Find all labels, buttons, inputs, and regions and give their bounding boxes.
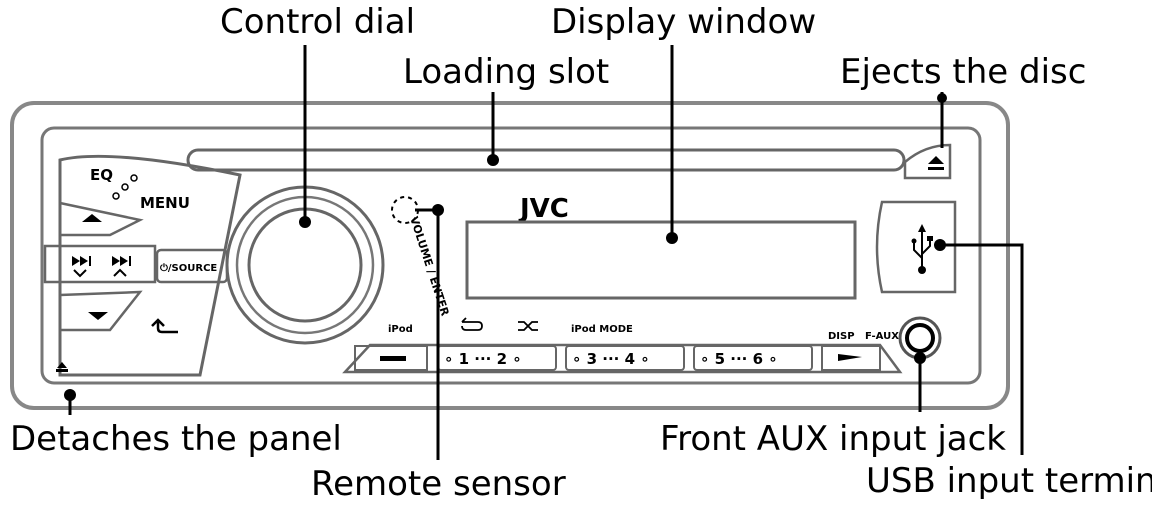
eject-button[interactable] — [903, 143, 952, 180]
eq-indicator-dot — [121, 183, 129, 191]
ipod-button[interactable] — [354, 345, 428, 371]
eject-icon-bar — [928, 167, 944, 170]
brand-logo: JVC — [518, 194, 569, 224]
leader-display-window — [666, 45, 678, 244]
display-window — [465, 220, 857, 300]
remote-sensor — [391, 196, 419, 224]
callout-usb-terminal: USB input terminal — [866, 461, 1152, 501]
back-icon[interactable] — [151, 318, 178, 334]
callout-remote-sensor: Remote sensor — [311, 464, 566, 504]
preset-3-4-label: ∘ 3 ··· 4 ∘ — [572, 350, 650, 368]
preset-1-2-label: ∘ 1 ··· 2 ∘ — [444, 350, 522, 368]
detach-panel-icon[interactable] — [56, 362, 68, 372]
up-arrow-icon — [82, 214, 102, 222]
ipod-mode-label: iPod MODE — [571, 324, 633, 335]
leader-remote-sensor — [415, 204, 444, 460]
leader-aux — [914, 352, 926, 412]
down-arrow-icon — [88, 312, 108, 320]
down-button[interactable] — [58, 290, 143, 332]
f-aux-label: F-AUX — [865, 331, 899, 342]
preset-3-4-button[interactable] — [565, 345, 685, 371]
faceplate — [40, 126, 982, 385]
leader-eject — [937, 92, 947, 148]
callout-front-aux: Front AUX input jack — [660, 419, 1006, 459]
eq-indicator-dot — [130, 174, 138, 182]
repeat-icon — [461, 317, 483, 331]
up-button[interactable] — [58, 201, 144, 237]
prev-track-icon[interactable] — [72, 256, 91, 278]
callout-display-window: Display window — [551, 2, 816, 42]
left-button-panel — [58, 154, 242, 377]
usb-cover[interactable] — [875, 200, 957, 294]
disp-label: DISP — [828, 331, 855, 342]
eq-label: EQ — [90, 166, 113, 184]
callout-control-dial: Control dial — [220, 2, 415, 42]
callout-loading-slot: Loading slot — [403, 52, 609, 92]
disp-button[interactable] — [821, 345, 881, 371]
source-label: ⏻/SOURCE — [160, 262, 217, 274]
preset-5-6-label: ∘ 5 ··· 6 ∘ — [700, 350, 778, 368]
disp-button-mark — [838, 354, 862, 361]
loading-slot — [186, 148, 906, 172]
leader-usb — [934, 239, 1024, 455]
callout-detaches-panel: Detaches the panel — [10, 419, 342, 459]
aux-jack[interactable] — [905, 323, 935, 353]
ipod-label: iPod — [388, 324, 413, 335]
leader-detach — [64, 389, 76, 415]
callout-ejects-disc: Ejects the disc — [840, 52, 1086, 92]
track-buttons — [43, 244, 157, 284]
ipod-button-bar — [380, 356, 406, 361]
usb-icon — [911, 224, 933, 274]
eject-icon — [928, 156, 944, 164]
leader-control-dial — [299, 45, 311, 228]
shuffle-icon — [518, 321, 538, 331]
volume-enter-label: VOLUME / ENTER — [407, 215, 452, 318]
leader-loading-slot — [487, 92, 499, 166]
preset-5-6-button[interactable] — [693, 345, 813, 371]
eq-indicator-dot — [112, 192, 120, 200]
menu-label: MENU — [140, 194, 190, 212]
next-track-icon[interactable] — [112, 256, 131, 277]
outer-housing — [10, 101, 1010, 410]
